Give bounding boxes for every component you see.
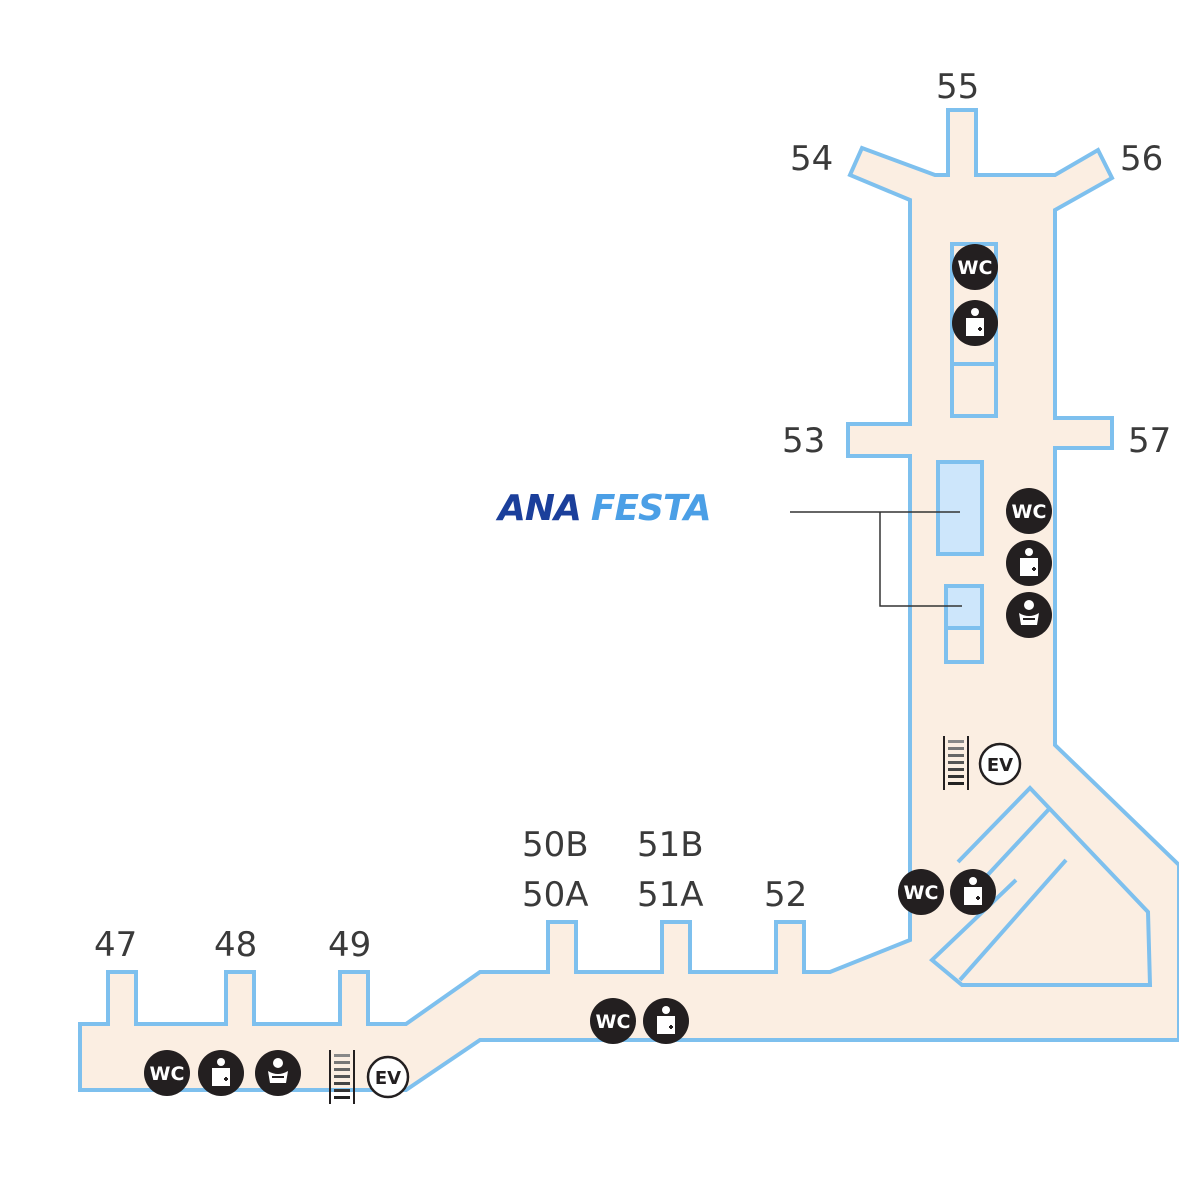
gate-51a: 51A	[637, 875, 704, 915]
wc-icon	[590, 998, 636, 1044]
nursing-room-icon	[1005, 539, 1053, 587]
brand-festa: FESTA	[590, 488, 712, 529]
gate-53: 53	[782, 421, 825, 461]
nursing-room-icon	[197, 1049, 245, 1097]
wc-icon	[898, 869, 944, 915]
nursing-room-icon	[949, 868, 997, 916]
junction-stairs-1	[981, 806, 1052, 882]
gate-57: 57	[1128, 421, 1171, 461]
nursing-room-icon	[951, 299, 999, 347]
shop-ana-festa-1[interactable]	[936, 460, 984, 556]
gate-49: 49	[328, 925, 371, 965]
gate-47: 47	[94, 925, 137, 965]
baby-care-icon	[254, 1049, 302, 1097]
brand-ana: ANA	[498, 488, 582, 529]
gate-56: 56	[1120, 139, 1163, 179]
gate-50b: 50B	[522, 825, 589, 865]
gate-48: 48	[214, 925, 257, 965]
elevator-icon	[978, 742, 1022, 786]
wc-icon	[952, 244, 998, 290]
nursing-room-icon	[642, 997, 690, 1045]
gate-54: 54	[790, 139, 833, 179]
junction-structure	[928, 785, 1153, 987]
elevator-icon	[366, 1055, 410, 1099]
gate-50a: 50A	[522, 875, 589, 915]
wc-icon	[1006, 488, 1052, 534]
baby-care-icon	[1005, 591, 1053, 639]
gate-52: 52	[764, 875, 807, 915]
gate-55: 55	[936, 67, 979, 107]
leader-line	[790, 511, 962, 607]
junction-stairs-2	[958, 858, 1068, 982]
shop-ana-festa-2[interactable]	[944, 584, 984, 630]
gate-51b: 51B	[637, 825, 704, 865]
shop-ana-festa-2-frame	[944, 584, 984, 664]
wc-icon	[144, 1050, 190, 1096]
